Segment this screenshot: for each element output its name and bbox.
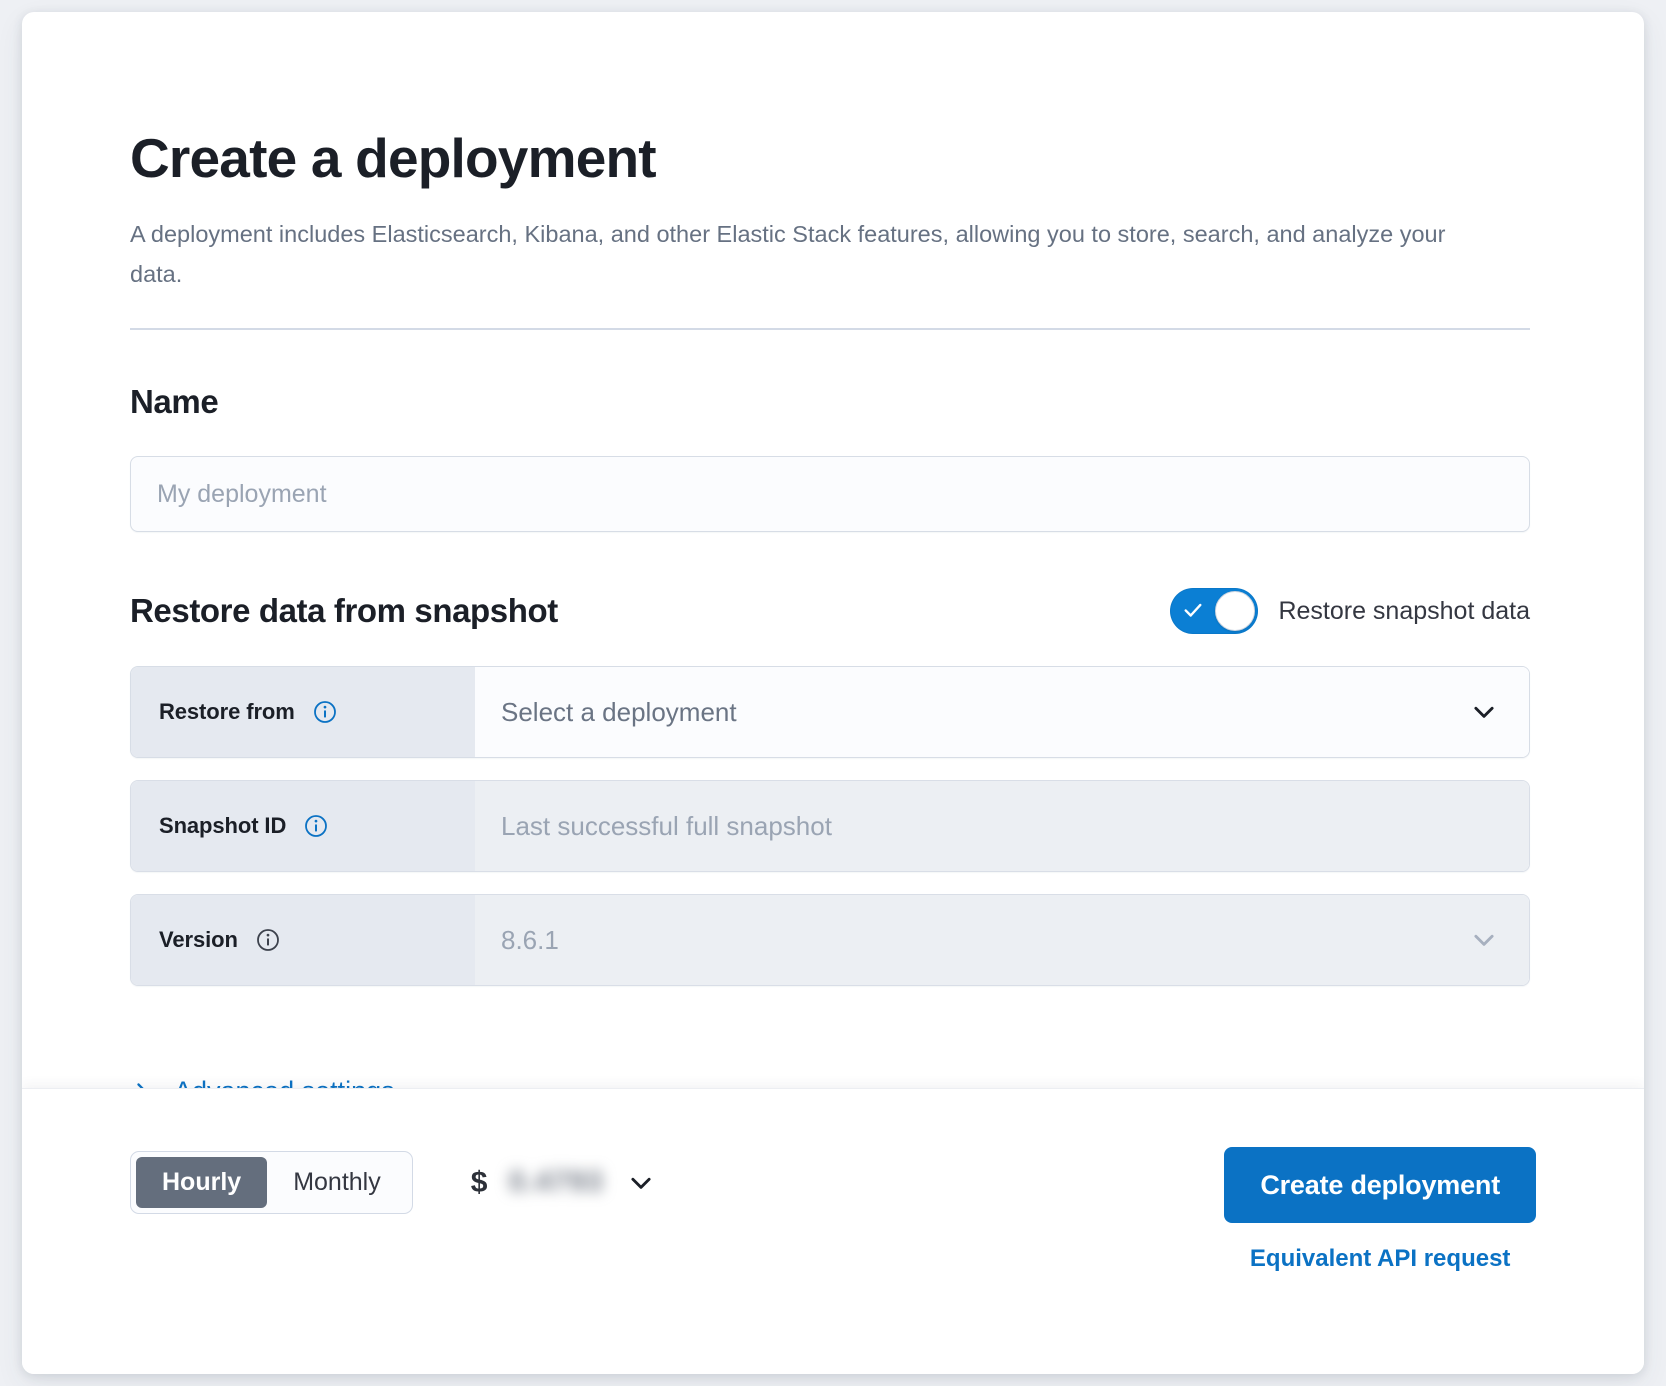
price-currency-symbol: $	[470, 1165, 488, 1199]
footer-left-group: Hourly Monthly $ 0.4793	[130, 1151, 656, 1214]
header-divider	[130, 327, 1530, 330]
chevron-down-icon	[1474, 934, 1494, 946]
restore-from-field[interactable]: Select a deployment	[475, 667, 1529, 758]
version-prepend: Version	[131, 895, 475, 986]
restore-from-row[interactable]: Restore from Select a deployment	[130, 666, 1530, 759]
price-amount-redacted: 0.4793	[508, 1166, 604, 1198]
snapshot-id-label: Snapshot ID	[159, 813, 287, 839]
check-icon	[1184, 603, 1202, 617]
footer-right-group: Create deployment Equivalent API request	[1224, 1147, 1536, 1273]
restore-heading: Restore data from snapshot	[130, 591, 558, 629]
advanced-settings-label: Advanced settings	[174, 1076, 395, 1088]
billing-period-toggle[interactable]: Hourly Monthly	[130, 1151, 413, 1214]
billing-option-hourly[interactable]: Hourly	[136, 1157, 268, 1208]
advanced-settings-toggle[interactable]: Advanced settings	[130, 1076, 395, 1088]
restore-from-label: Restore from	[159, 699, 295, 725]
deployment-name-input[interactable]: My deployment	[130, 456, 1530, 533]
create-deployment-button[interactable]: Create deployment	[1224, 1147, 1536, 1223]
name-section: Name My deployment	[130, 382, 1530, 533]
toggle-knob	[1215, 591, 1256, 632]
version-label: Version	[159, 927, 238, 953]
snapshot-id-row: Snapshot ID Last successful full snapsho…	[130, 780, 1530, 873]
version-field: 8.6.1	[475, 895, 1529, 986]
name-heading: Name	[130, 382, 219, 420]
panel-body: Create a deployment A deployment include…	[22, 12, 1644, 1088]
panel-footer: Hourly Monthly $ 0.4793 Create deploymen…	[22, 1088, 1644, 1374]
restore-from-prepend: Restore from	[131, 667, 475, 758]
info-circle-icon[interactable]	[256, 928, 280, 952]
restore-from-value: Select a deployment	[501, 696, 737, 727]
restore-section-header: Restore data from snapshot Restore snaps…	[130, 588, 1530, 635]
version-row: Version 8.6.1	[130, 894, 1530, 987]
restore-toggle-group[interactable]: Restore snapshot data	[1170, 588, 1530, 635]
equivalent-api-request-link[interactable]: Equivalent API request	[1249, 1245, 1511, 1272]
create-deployment-panel: Create a deployment A deployment include…	[22, 12, 1644, 1374]
chevron-right-icon	[137, 1082, 145, 1088]
snapshot-id-field: Last successful full snapshot	[475, 781, 1529, 872]
snapshot-id-prepend: Snapshot ID	[131, 781, 475, 872]
snapshot-id-value: Last successful full snapshot	[501, 810, 832, 841]
restore-form-rows: Restore from Select a deployment	[130, 666, 1530, 987]
restore-snapshot-toggle[interactable]	[1170, 588, 1259, 635]
page-title: Create a deployment	[130, 127, 657, 189]
deployment-name-placeholder: My deployment	[157, 479, 327, 508]
billing-option-monthly[interactable]: Monthly	[293, 1168, 381, 1196]
chevron-down-icon[interactable]	[1469, 697, 1499, 727]
version-value: 8.6.1	[501, 924, 559, 955]
info-circle-icon[interactable]	[313, 700, 337, 724]
content-column: Create a deployment A deployment include…	[130, 127, 1530, 1088]
chevron-down-icon[interactable]	[626, 1168, 656, 1198]
price-display[interactable]: $ 0.4793	[471, 1166, 656, 1200]
restore-toggle-label: Restore snapshot data	[1278, 596, 1530, 625]
page-subtitle: A deployment includes Elasticsearch, Kib…	[130, 220, 1446, 287]
info-circle-icon[interactable]	[304, 814, 328, 838]
